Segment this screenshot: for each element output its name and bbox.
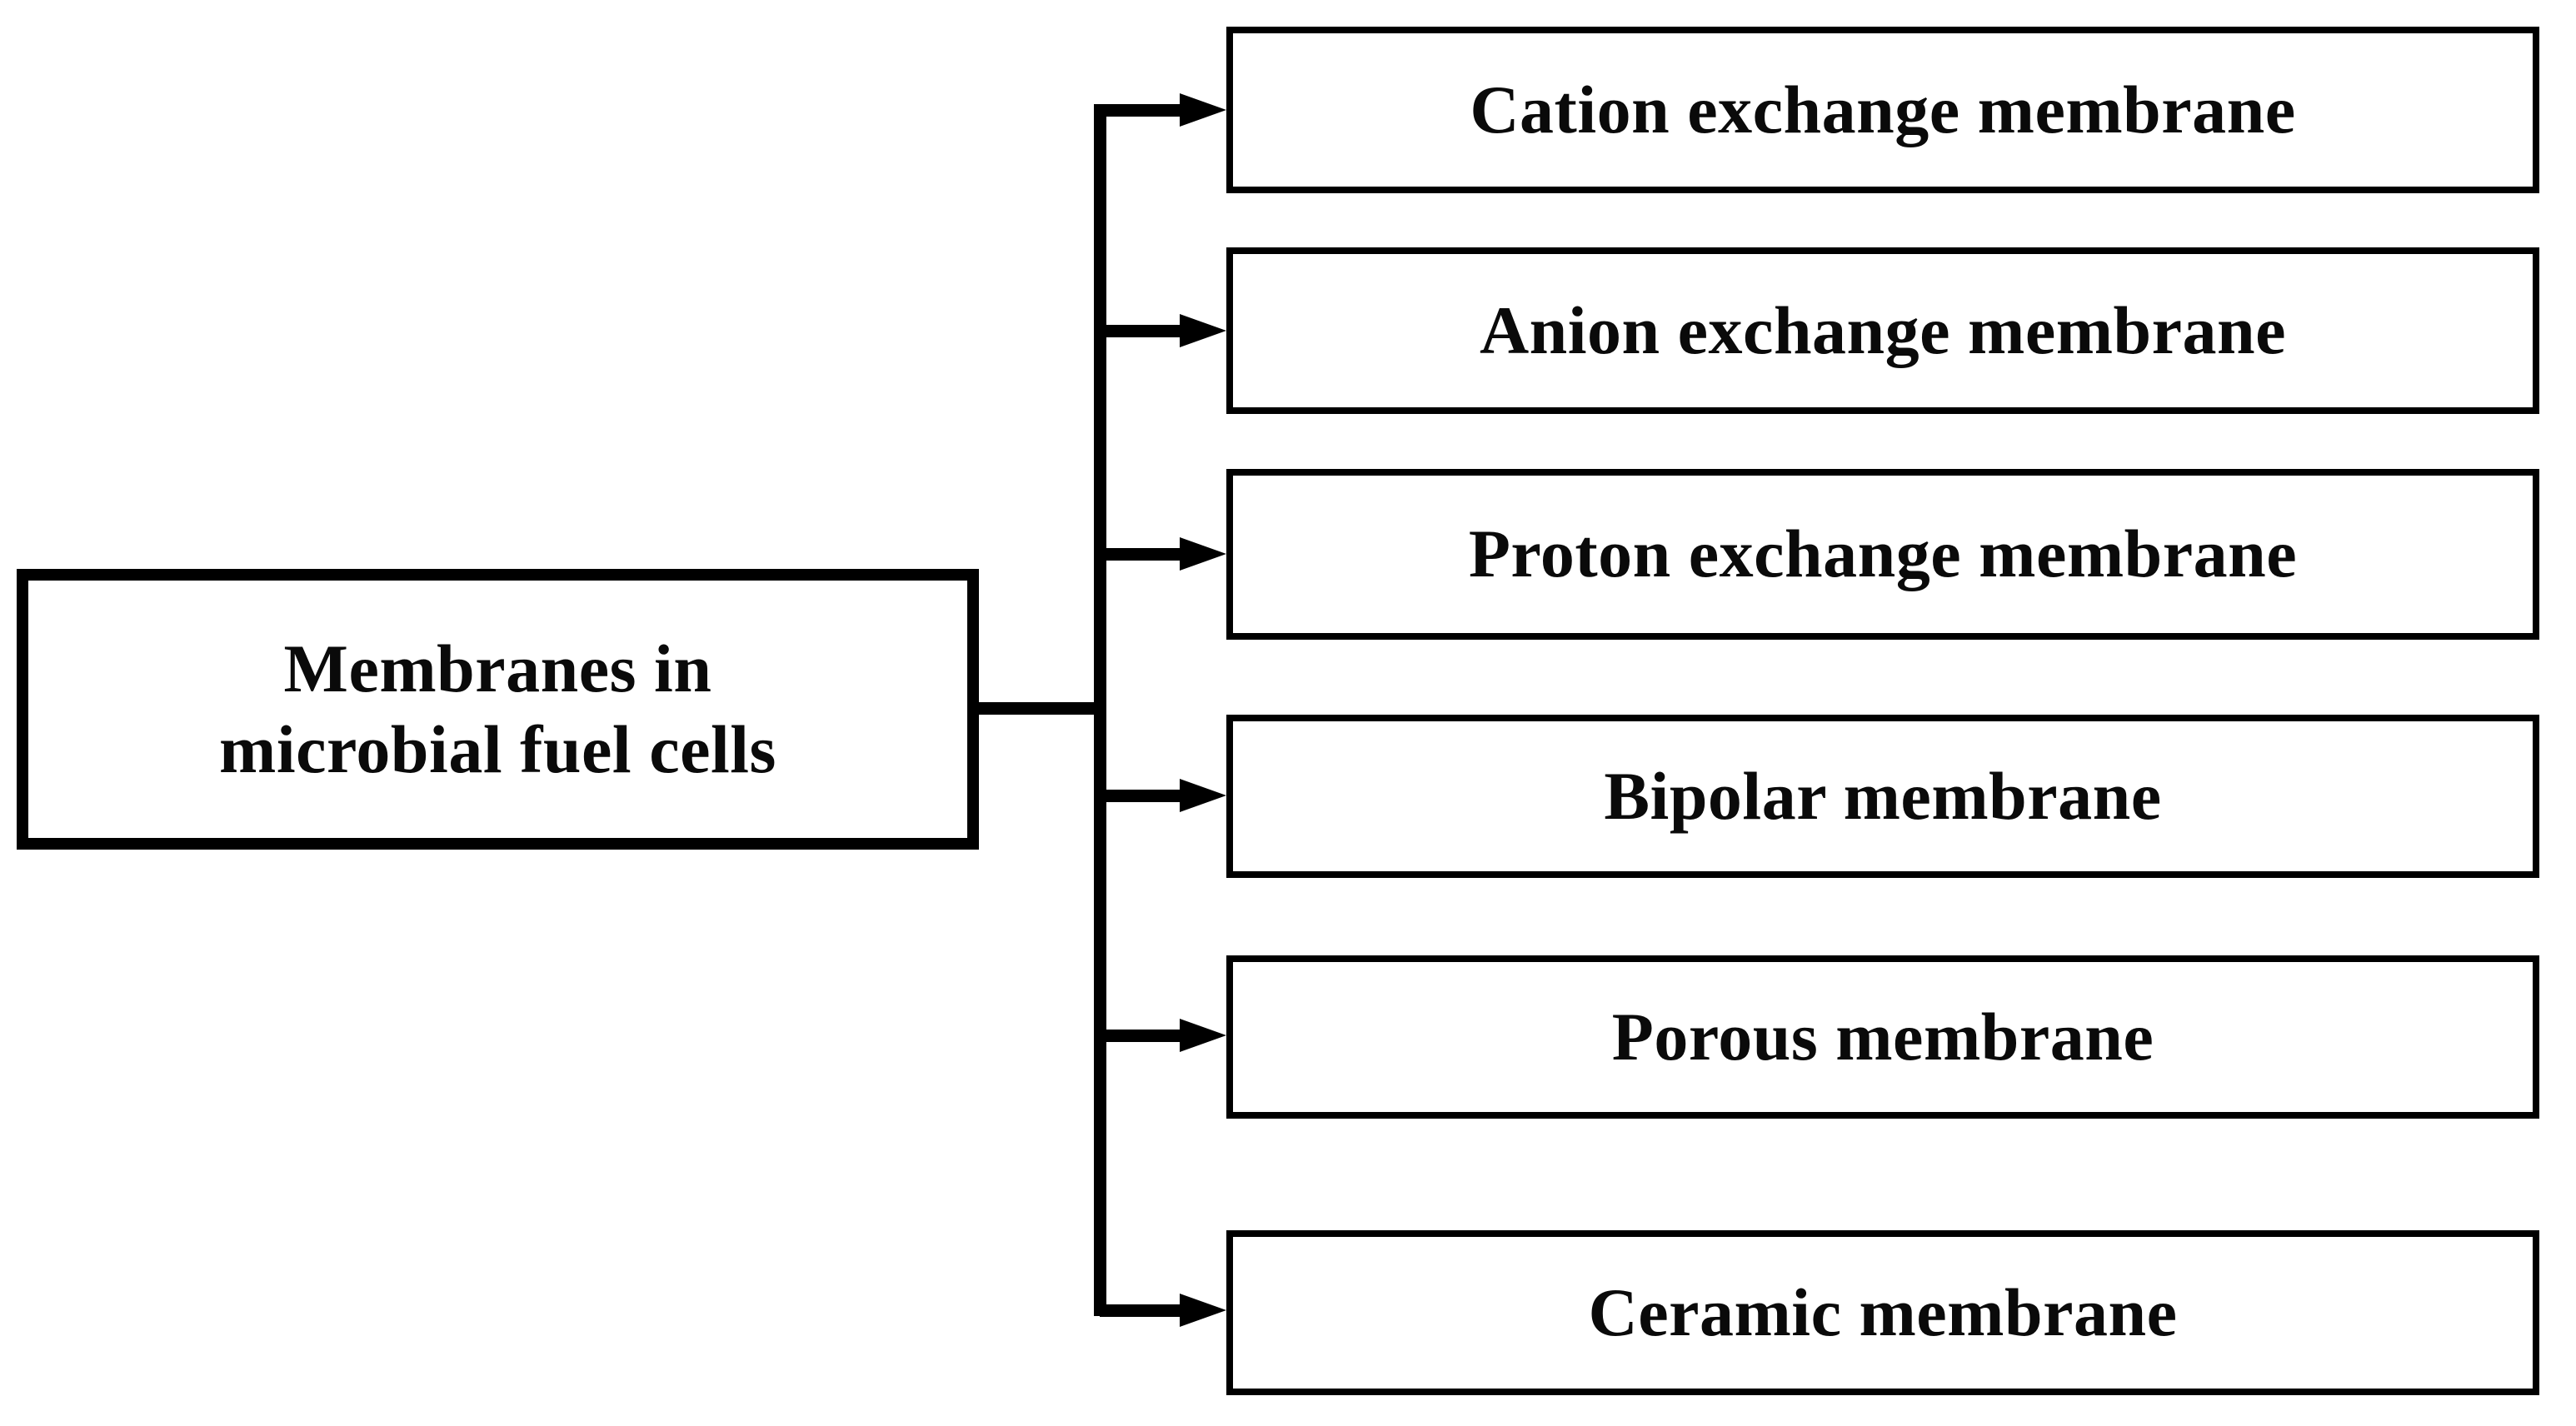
node-ceramic-membrane[interactable]: Ceramic membrane xyxy=(1226,1230,2539,1395)
root-node-membranes-in-microbial-fuel-cells[interactable]: Membranes in microbial fuel cells xyxy=(17,569,979,850)
node-label: Bipolar membrane xyxy=(1604,757,2162,834)
connector-arrow-2 xyxy=(1100,312,1226,349)
connector-arrow-6 xyxy=(1100,1292,1226,1329)
node-porous-membrane[interactable]: Porous membrane xyxy=(1226,955,2539,1119)
node-label: Porous membrane xyxy=(1611,998,2154,1074)
connector-arrow-5 xyxy=(1100,1017,1226,1054)
connector-arrow-3 xyxy=(1100,536,1226,572)
node-bipolar-membrane[interactable]: Bipolar membrane xyxy=(1226,715,2539,878)
node-label: Ceramic membrane xyxy=(1588,1274,2178,1350)
connector-arrow-1 xyxy=(1100,92,1226,128)
node-cation-exchange-membrane[interactable]: Cation exchange membrane xyxy=(1226,27,2539,193)
node-proton-exchange-membrane[interactable]: Proton exchange membrane xyxy=(1226,469,2539,640)
connector-vertical-trunk xyxy=(1094,104,1106,1316)
connector-root-stem xyxy=(976,702,1100,715)
root-node-label: Membranes in microbial fuel cells xyxy=(219,630,776,787)
node-label: Anion exchange membrane xyxy=(1479,292,2287,368)
node-label: Proton exchange membrane xyxy=(1468,516,2298,592)
connector-arrow-4 xyxy=(1100,777,1226,814)
node-label: Cation exchange membrane xyxy=(1470,71,2296,147)
node-anion-exchange-membrane[interactable]: Anion exchange membrane xyxy=(1226,247,2539,414)
